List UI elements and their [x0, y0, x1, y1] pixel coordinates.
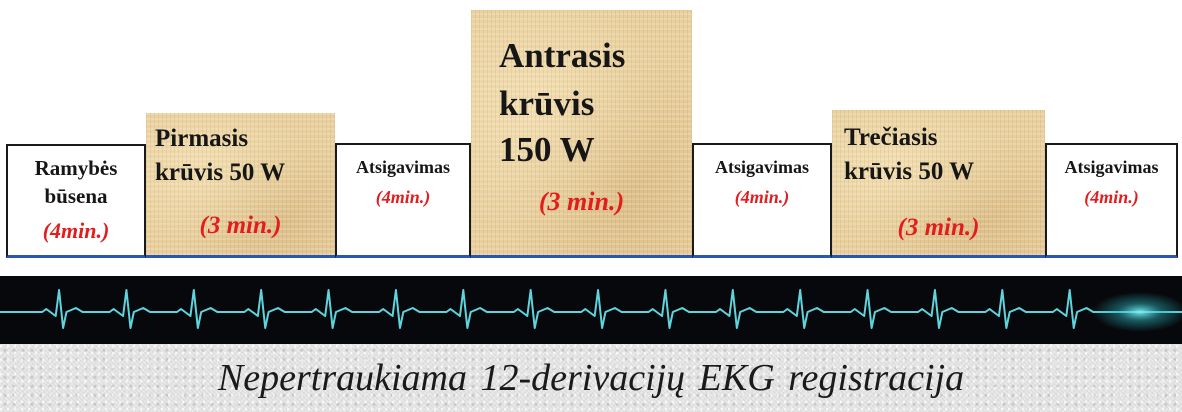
stage-recovery-2-duration: (4min.) [734, 187, 790, 207]
footer-caption: Nepertraukiama 12-derivacijų EKG registr… [217, 357, 965, 399]
stage-rest-label-line2: būsena [44, 184, 108, 208]
stage-recovery-1-label: Atsigavimas [356, 157, 450, 177]
footer-bar [0, 344, 1182, 412]
stage-load-1-label-line2: krūvis 50 W [155, 159, 286, 186]
ecg-waveform [0, 289, 1182, 329]
stage-rest-duration: (4min.) [42, 218, 110, 243]
stage-load-3-label-line1: Trečiasis [844, 124, 938, 151]
stage-rest-label-line1: Ramybės [34, 156, 118, 180]
stage-recovery-3-duration: (4min.) [1084, 187, 1139, 207]
stage-recovery-3: Atsigavimas (4min.) [1045, 143, 1178, 258]
stage-recovery-3-label: Atsigavimas [1064, 157, 1159, 177]
ecg-trace-graphic [0, 289, 1182, 332]
stage-load-3-label-line2: krūvis 50 W [844, 158, 975, 185]
stage-recovery-1: Atsigavimas (4min.) [335, 143, 471, 258]
stage-load-2-label-line3: 150 W [499, 130, 595, 169]
stage-load-2-label-line1: Antrasis [499, 36, 626, 75]
stage-load-2: Antrasis krūvis 150 W (3 min.) [471, 10, 692, 258]
stage-load-3-duration: (3 min.) [897, 214, 980, 241]
stage-recovery-1-duration: (4min.) [375, 187, 431, 207]
stage-load-1: Pirmasis krūvis 50 W (3 min.) [146, 113, 335, 258]
ecg-cursor-glow [1092, 292, 1182, 332]
stage-rest: Ramybės būsena (4min.) [6, 144, 146, 258]
ecg-trace-band [0, 276, 1182, 344]
stage-load-2-duration: (3 min.) [538, 187, 625, 216]
stage-recovery-2: Atsigavimas (4min.) [692, 143, 832, 258]
stage-load-1-duration: (3 min.) [199, 212, 282, 239]
stage-load-3: Trečiasis krūvis 50 W (3 min.) [832, 110, 1045, 258]
stage-load-2-label-line2: krūvis [499, 84, 595, 123]
stage-load-1-label-line1: Pirmasis [155, 125, 249, 152]
stage-recovery-2-label: Atsigavimas [715, 157, 809, 177]
